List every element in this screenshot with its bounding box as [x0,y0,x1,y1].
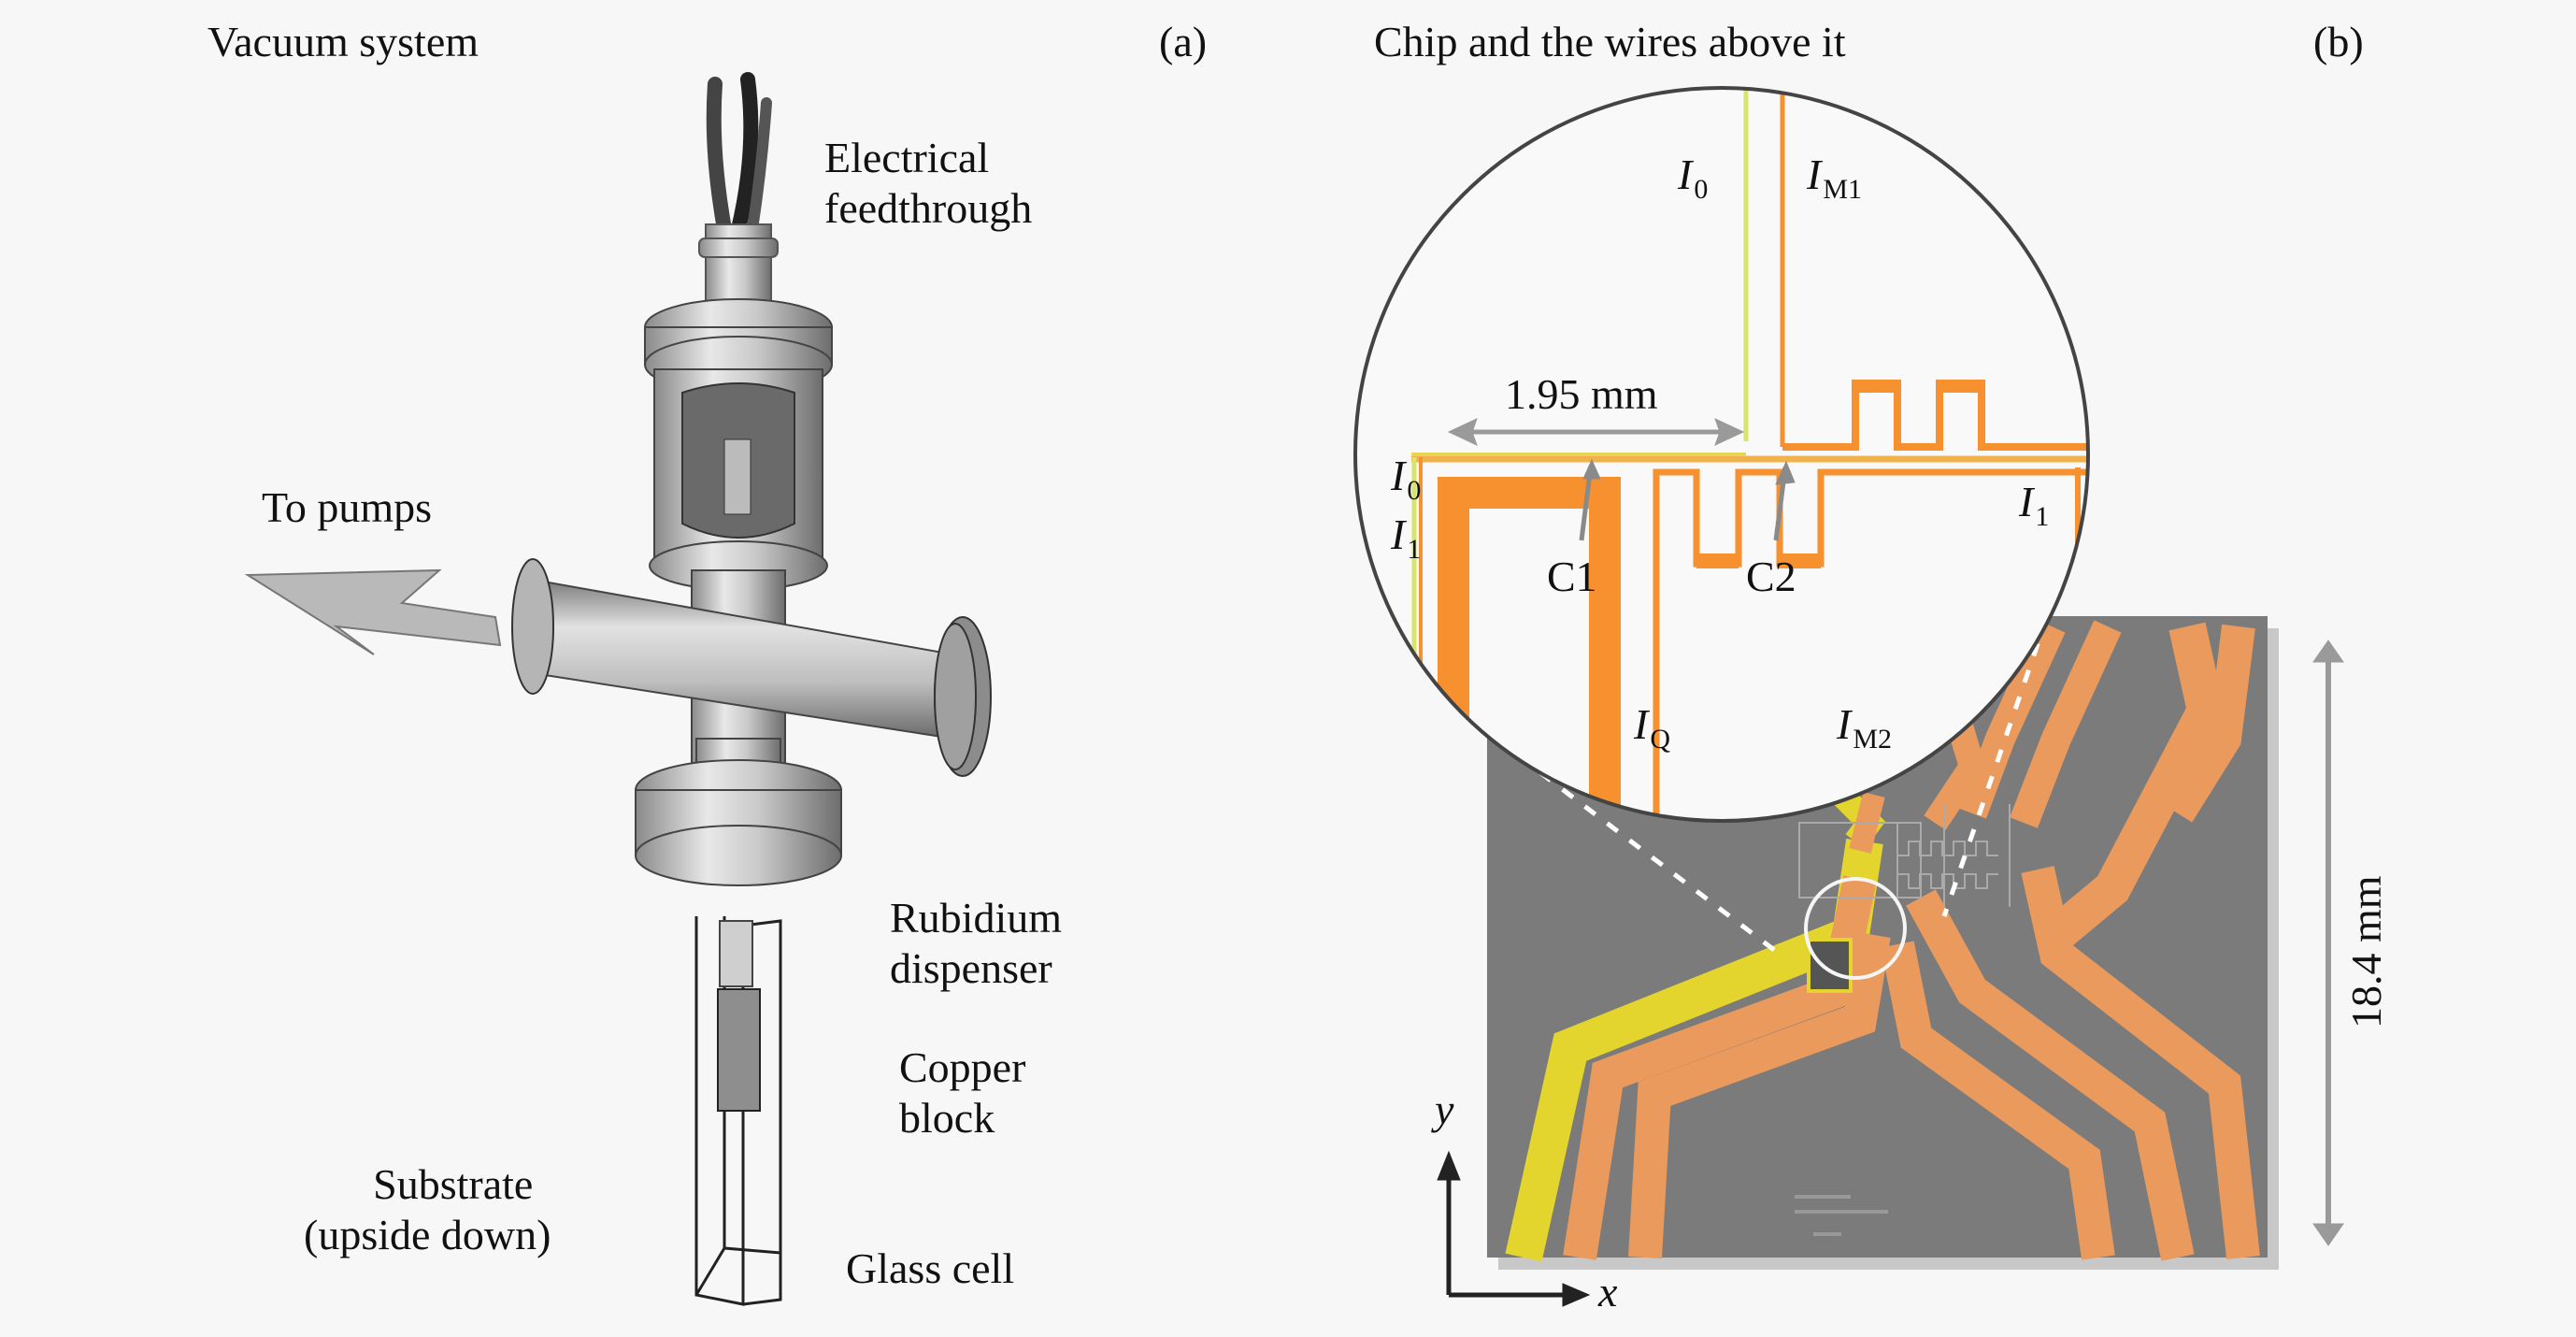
substrate-label: Substrate (upside down) [304,1160,551,1258]
magnified-circle-outline [1353,86,2090,823]
panel-a-tag: (a) [1159,18,1208,65]
height-dimension-arrow [2312,640,2344,1246]
label-i1-left: I1 [1391,510,1422,565]
vacuum-system-drawing [244,72,992,1306]
label-iq: IQ [1634,700,1670,755]
label-c2: C2 [1746,553,1796,600]
copper-block-label: Copper block [899,1043,1026,1142]
panel-b-tag: (b) [2313,18,2364,65]
pumps-label: To pumps [262,483,433,531]
feedthrough-label: Electrical feedthrough [824,134,1033,232]
label-i0-left: I0 [1391,452,1422,506]
to-pumps-arrow [244,568,502,655]
width-dimension-arrow [1447,418,1745,446]
chip-center-structure [1798,804,2011,907]
c1-pointer [1579,458,1601,541]
feedthrough-cables [706,72,772,237]
label-width-dim: 1.95 mm [1505,370,1658,418]
y-axis-arrowhead [1437,1150,1461,1181]
x-axis-arrowhead [1562,1283,1591,1307]
label-i0-top: I0 [1678,151,1709,205]
panel-a-title: Vacuum system [208,18,479,65]
dispenser-label: Rubidium dispenser [890,894,1063,992]
label-im1: IM1 [1807,151,1863,205]
lower-flange [635,738,842,886]
cross-tube [511,558,992,777]
c2-pointer [1773,460,1796,541]
chip-marking [1795,1195,1888,1236]
panel-b-title: Chip and the wires above it [1374,18,1846,65]
label-chip-height: 18.4 mm [2342,875,2390,1028]
magnified-wire-view [1411,88,2088,821]
label-i1-right: I1 [2019,478,2050,532]
copper-block [717,988,761,1112]
label-x-axis: x [1598,1268,1618,1315]
glass-cell-label: Glass cell [846,1244,1015,1292]
label-y-axis: y [1435,1085,1454,1133]
zoom-source-circle [1804,877,1907,980]
xy-axes [1437,1150,1591,1307]
label-im2: IM2 [1837,700,1893,755]
label-c1: C1 [1547,553,1597,600]
